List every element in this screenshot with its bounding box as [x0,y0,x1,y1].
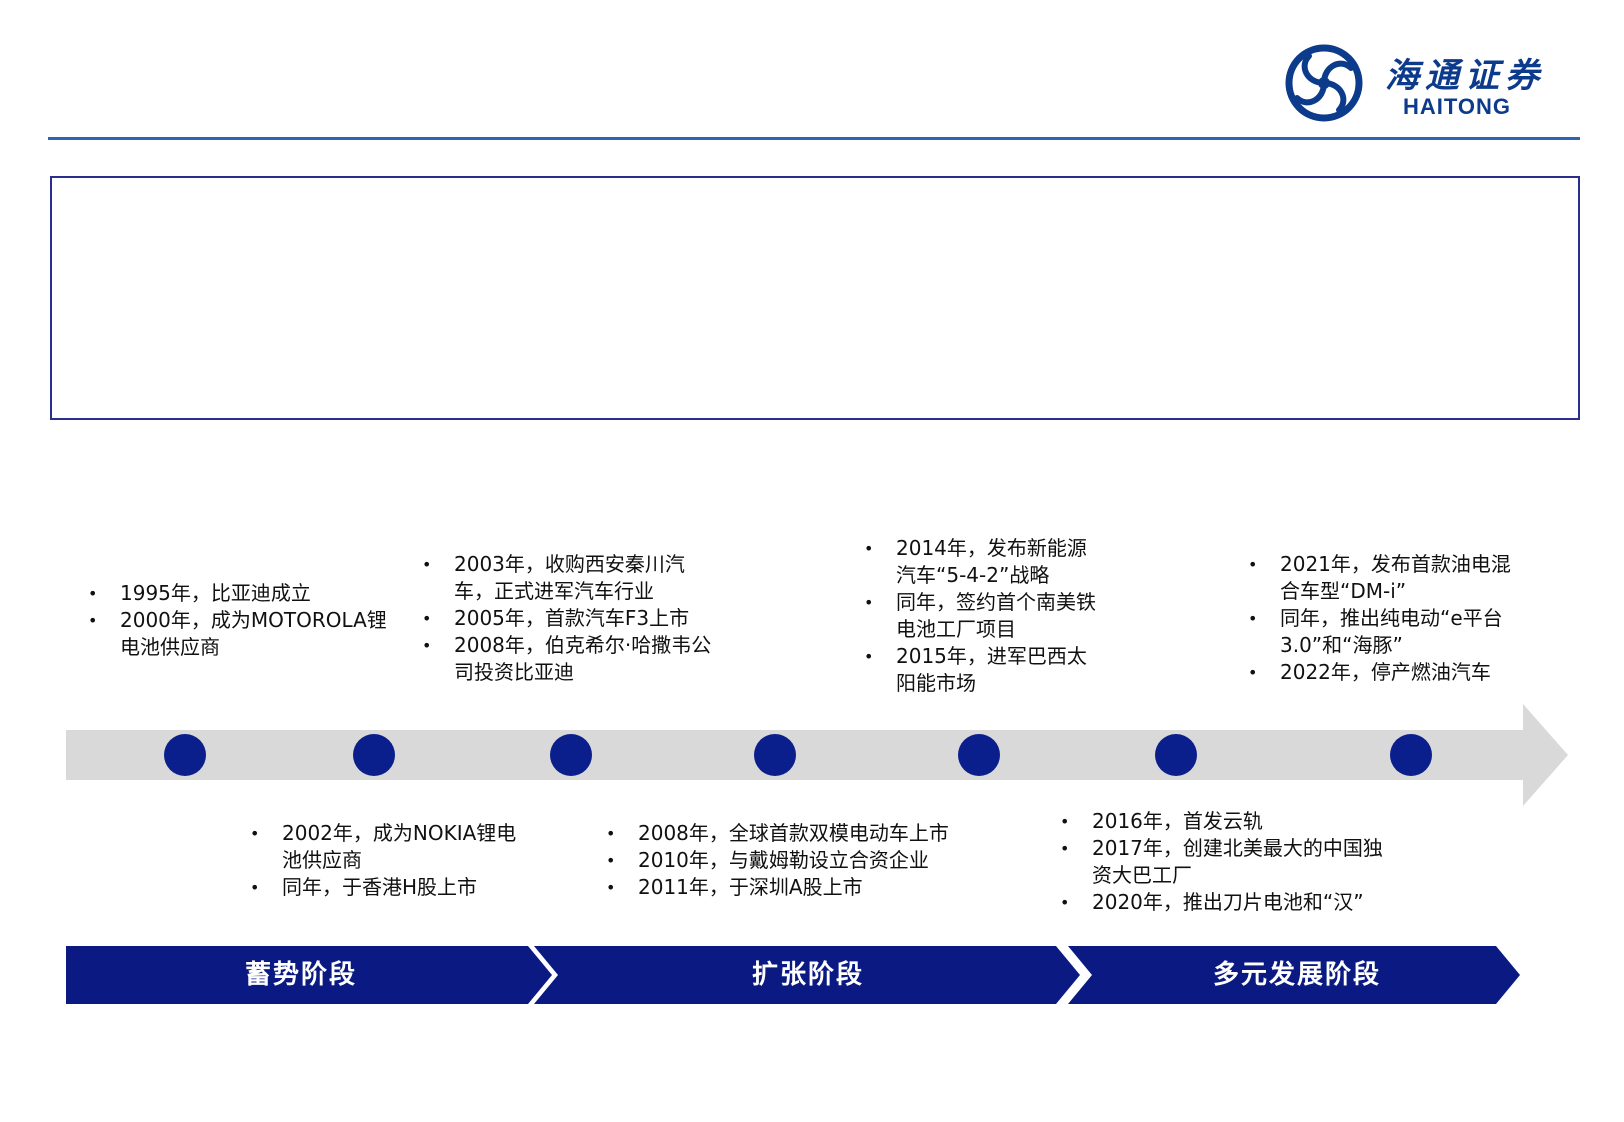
phase-chevrons [66,946,1520,1004]
events-2002: 2002年，成为NOKIA锂电池供应商 同年，于香港H股上市 [248,820,518,901]
event-item: 2000年，成为MOTOROLA锂电池供应商 [86,607,396,661]
haitong-logo: 海通证券 HAITONG [1285,44,1575,122]
event-item: 2005年，首款汽车F3上市 [420,605,720,632]
event-item: 2002年，成为NOKIA锂电池供应商 [248,820,518,874]
phase-label-diversification: 多元发展阶段 [1212,960,1381,990]
event-item: 2016年，首发云轨 [1058,808,1388,835]
event-item: 2008年，全球首款双模电动车上市 [604,820,994,847]
header-divider [48,137,1580,140]
event-item: 同年，推出纯电动“e平台3.0”和“海豚” [1246,605,1526,659]
milestone-dot [1390,734,1432,776]
events-2021-2022: 2021年，发布首款油电混合车型“DM-i” 同年，推出纯电动“e平台3.0”和… [1246,551,1526,686]
event-item: 2011年，于深圳A股上市 [604,874,994,901]
milestone-dot [353,734,395,776]
milestone-dot [1155,734,1197,776]
timeline-arrow [0,700,1624,810]
events-2014-2015: 2014年，发布新能源汽车“5-4-2”战略 同年，签约首个南美铁电池工厂项目 … [862,535,1097,697]
logo-english-name: HAITONG [1403,94,1512,119]
event-item: 同年，签约首个南美铁电池工厂项目 [862,589,1097,643]
milestone-dot [550,734,592,776]
phase-label-expansion: 扩张阶段 [751,960,864,990]
event-item: 2021年，发布首款油电混合车型“DM-i” [1246,551,1526,605]
summary-text-box [50,176,1580,420]
milestone-dot [754,734,796,776]
event-item: 2010年，与戴姆勒设立合资企业 [604,847,994,874]
event-item: 2017年，创建北美最大的中国独资大巴工厂 [1058,835,1388,889]
milestone-dot [958,734,1000,776]
timeline-arrow-shape [66,704,1568,806]
haitong-logo-icon [1285,44,1363,122]
events-2008-2011: 2008年，全球首款双模电动车上市 2010年，与戴姆勒设立合资企业 2011年… [604,820,994,901]
phase-label-accumulation: 蓄势阶段 [244,960,357,990]
events-1995-2000: 1995年，比亚迪成立 2000年，成为MOTOROLA锂电池供应商 [86,580,396,661]
event-item: 1995年，比亚迪成立 [86,580,396,607]
event-item: 2008年，伯克希尔·哈撒韦公司投资比亚迪 [420,632,720,686]
milestone-dot [164,734,206,776]
event-item: 2003年，收购西安秦川汽车，正式进军汽车行业 [420,551,720,605]
event-item: 2014年，发布新能源汽车“5-4-2”战略 [862,535,1097,589]
event-item: 2022年，停产燃油汽车 [1246,659,1526,686]
logo-chinese-name: 海通证券 [1385,56,1545,96]
events-2016-2020: 2016年，首发云轨 2017年，创建北美最大的中国独资大巴工厂 2020年，推… [1058,808,1388,916]
event-item: 同年，于香港H股上市 [248,874,518,901]
event-item: 2015年，进军巴西太阳能市场 [862,643,1097,697]
events-2003-2008: 2003年，收购西安秦川汽车，正式进军汽车行业 2005年，首款汽车F3上市 2… [420,551,720,686]
event-item: 2020年，推出刀片电池和“汉” [1058,889,1388,916]
